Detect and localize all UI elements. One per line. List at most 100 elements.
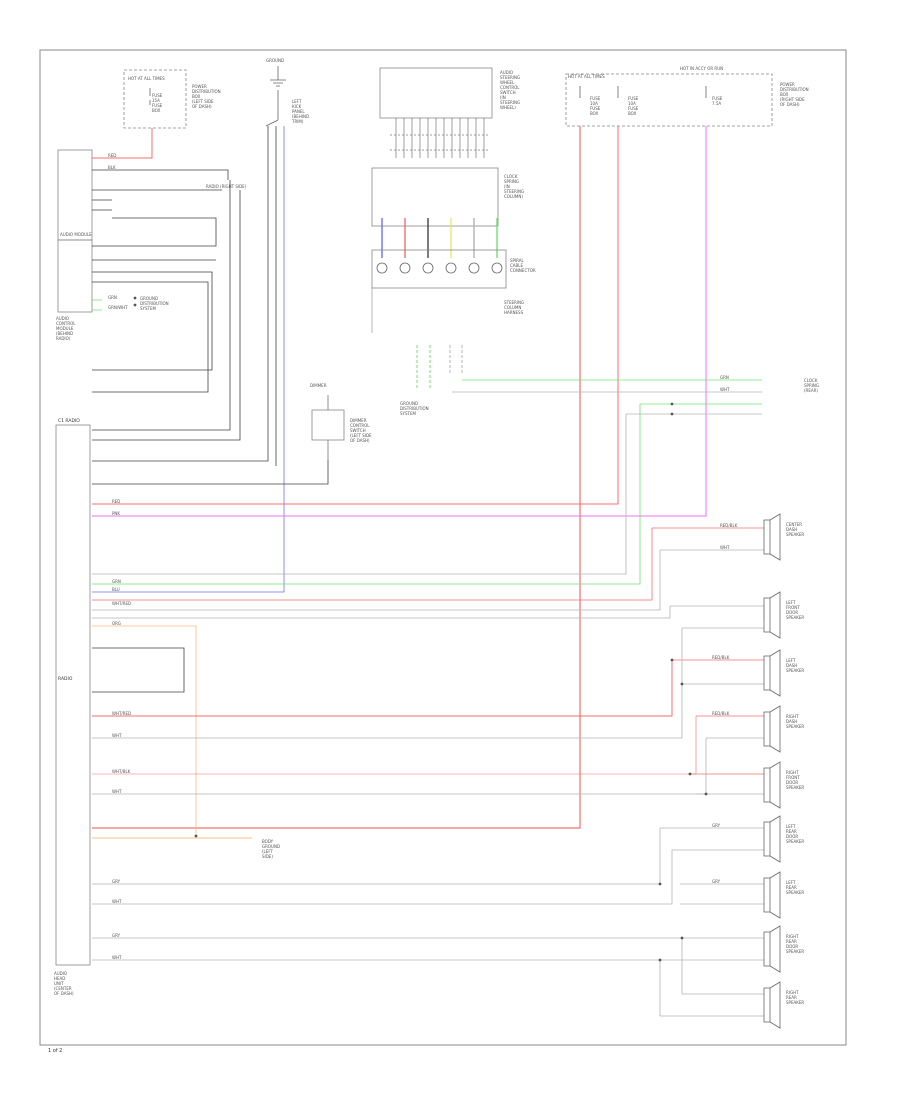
svg-text:BOX: BOX bbox=[152, 108, 161, 113]
speaker-label: RIGHT bbox=[786, 934, 799, 939]
svg-text:WHT: WHT bbox=[112, 789, 122, 794]
fuse-block-right: HOT AT ALL TIMES HOT IN ACCY OR RUN FUSE… bbox=[565, 66, 809, 127]
ground-icon bbox=[270, 66, 286, 87]
svg-text:UNIT: UNIT bbox=[54, 981, 64, 986]
svg-text:GROUND: GROUND bbox=[400, 401, 418, 406]
svg-text:MODULE: MODULE bbox=[56, 326, 74, 331]
svg-text:POWER: POWER bbox=[780, 82, 795, 87]
svg-text:POWER: POWER bbox=[192, 84, 207, 89]
speaker-label: REAR bbox=[786, 885, 797, 890]
diagram-frame bbox=[39, 49, 847, 1046]
speaker-label: SPEAKER bbox=[786, 949, 804, 954]
speaker-label: LEFT bbox=[786, 880, 796, 885]
svg-text:SYSTEM: SYSTEM bbox=[400, 411, 416, 416]
speaker-label: CENTER bbox=[786, 522, 802, 527]
svg-text:WHEEL: WHEEL bbox=[500, 80, 515, 85]
svg-text:C1 RADIO: C1 RADIO bbox=[58, 418, 80, 424]
speaker-label: DOOR bbox=[786, 610, 798, 615]
svg-text:RED/BLK: RED/BLK bbox=[712, 711, 730, 716]
svg-text:CONTROL: CONTROL bbox=[56, 321, 76, 326]
svg-text:OF DASH): OF DASH) bbox=[192, 104, 212, 109]
svg-text:STEERING: STEERING bbox=[504, 300, 524, 305]
svg-text:PANEL: PANEL bbox=[292, 109, 305, 114]
ground-symbol-top: GROUND bbox=[266, 58, 286, 87]
svg-text:(BEHIND: (BEHIND bbox=[292, 114, 309, 119]
svg-text:PNK: PNK bbox=[112, 511, 120, 516]
body-ground-note: BODY GROUND (LEFT SIDE) bbox=[262, 839, 280, 859]
svg-text:WHT: WHT bbox=[720, 545, 730, 550]
svg-text:ORG: ORG bbox=[112, 621, 121, 626]
svg-text:RED: RED bbox=[108, 153, 116, 158]
svg-text:DIMMER: DIMMER bbox=[350, 418, 367, 423]
speaker-label: RIGHT bbox=[786, 714, 799, 719]
svg-text:SIDE): SIDE) bbox=[262, 854, 273, 859]
svg-text:BOX: BOX bbox=[590, 111, 599, 116]
svg-text:SPRING: SPRING bbox=[504, 179, 519, 184]
svg-text:WHT: WHT bbox=[112, 955, 122, 960]
speaker-label: LEFT bbox=[786, 600, 796, 605]
svg-text:RADIO (RIGHT SIDE): RADIO (RIGHT SIDE) bbox=[206, 184, 247, 189]
svg-text:FUSE: FUSE bbox=[152, 93, 163, 98]
svg-text:FUSE: FUSE bbox=[590, 96, 601, 101]
splices bbox=[194, 402, 708, 962]
speaker-label: RIGHT bbox=[786, 770, 799, 775]
speaker-label: FRONT bbox=[786, 605, 800, 610]
svg-text:WHEEL): WHEEL) bbox=[500, 105, 516, 110]
speaker-icon bbox=[763, 987, 771, 1023]
steering-wheel-switch: AUDIO STEERING WHEEL CONTROL SWITCH (IN … bbox=[379, 67, 520, 119]
svg-text:AUDIO: AUDIO bbox=[54, 971, 67, 976]
svg-text:FUSE: FUSE bbox=[628, 96, 639, 101]
speaker-icon bbox=[763, 877, 771, 913]
wire-tags: RED BLK GRN GRN/WHT RED PNK GRN BLU WHT/… bbox=[108, 153, 738, 960]
speaker-icon bbox=[763, 821, 771, 857]
center-connectors: GROUND DISTRIBUTION SYSTEM bbox=[400, 345, 463, 416]
svg-text:GRN: GRN bbox=[112, 579, 121, 584]
speaker-label: SPEAKER bbox=[786, 532, 804, 537]
speaker-label: SPEAKER bbox=[786, 724, 804, 729]
speaker-label: FRONT bbox=[786, 775, 800, 780]
speaker-label: RIGHT bbox=[786, 990, 799, 995]
svg-text:(IN: (IN bbox=[504, 184, 510, 189]
svg-text:10A: 10A bbox=[590, 101, 598, 106]
svg-text:AUDIO: AUDIO bbox=[500, 70, 513, 75]
svg-text:WHT/BLK: WHT/BLK bbox=[112, 769, 131, 774]
speaker-icon bbox=[763, 597, 771, 633]
svg-text:FUSE: FUSE bbox=[152, 103, 163, 108]
svg-text:(LEFT SIDE: (LEFT SIDE bbox=[192, 99, 214, 104]
svg-text:LEFT: LEFT bbox=[292, 99, 302, 104]
svg-text:(CENTER: (CENTER bbox=[54, 986, 72, 991]
svg-text:STEERING: STEERING bbox=[500, 75, 520, 80]
svg-text:CONTROL: CONTROL bbox=[500, 85, 520, 90]
spiral-connector: SPIRAL CABLE CONNECTOR bbox=[371, 249, 536, 333]
speaker-column: CENTERDASHSPEAKERLEFTFRONTDOORSPEAKERLEF… bbox=[763, 513, 804, 1029]
svg-text:HOT IN ACCY OR RUN: HOT IN ACCY OR RUN bbox=[680, 66, 723, 71]
svg-text:(LEFT: (LEFT bbox=[262, 849, 274, 854]
svg-text:OF DASH): OF DASH) bbox=[54, 991, 74, 996]
svg-text:SWITCH: SWITCH bbox=[350, 428, 366, 433]
svg-text:WHT: WHT bbox=[720, 387, 730, 392]
svg-text:AUDIO: AUDIO bbox=[56, 316, 69, 321]
svg-text:AUDIO MODULE: AUDIO MODULE bbox=[60, 232, 92, 237]
svg-text:DISTRIBUTION: DISTRIBUTION bbox=[400, 406, 429, 411]
radio-block: C1 RADIO RADIO AUDIO HEAD UNIT (CENTER O… bbox=[54, 418, 91, 996]
speaker-label: DOOR bbox=[786, 944, 798, 949]
spiral-wires bbox=[381, 218, 498, 258]
speaker-icon bbox=[763, 931, 771, 967]
speaker-label: SPEAKER bbox=[786, 1000, 804, 1005]
svg-text:WHT: WHT bbox=[112, 733, 122, 738]
svg-text:RED: RED bbox=[112, 499, 120, 504]
svg-text:BLK: BLK bbox=[108, 165, 116, 170]
speaker-label: REAR bbox=[786, 995, 797, 1000]
svg-text:WHT/RED: WHT/RED bbox=[112, 711, 131, 716]
svg-text:BOX: BOX bbox=[192, 94, 201, 99]
svg-text:15A: 15A bbox=[152, 98, 160, 103]
svg-text:TRIM): TRIM) bbox=[291, 119, 304, 124]
speaker-label: DASH bbox=[786, 719, 797, 724]
